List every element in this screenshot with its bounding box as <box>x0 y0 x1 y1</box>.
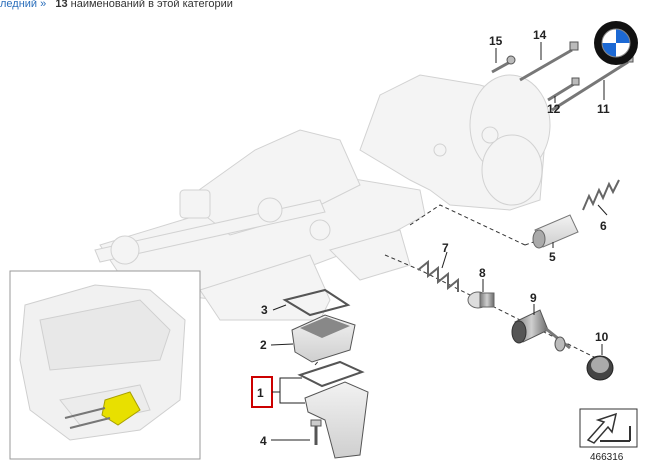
part-1-pickup <box>297 360 369 459</box>
part-9-piston <box>511 309 571 352</box>
part-2-strainer <box>291 314 356 363</box>
part-8-plug <box>467 291 495 309</box>
bmw-logo <box>594 21 638 65</box>
diagram-reference-number: 466316 <box>590 452 624 463</box>
label-part-3[interactable]: 3 <box>261 303 268 317</box>
breadcrumb-bar: ледний » 13 наименований в этой категори… <box>0 0 649 12</box>
part-3-gasket <box>282 288 351 317</box>
label-part-14[interactable]: 14 <box>533 28 547 42</box>
diagram-nav-arrow-icon[interactable] <box>579 408 638 448</box>
label-part-4[interactable]: 4 <box>260 434 267 448</box>
label-part-1[interactable]: 1 <box>257 386 264 400</box>
leader-lines <box>270 42 608 441</box>
label-part-11[interactable]: 11 <box>597 102 610 116</box>
label-part-9[interactable]: 9 <box>530 291 537 305</box>
label-part-5[interactable]: 5 <box>549 250 556 264</box>
part-12-bolt <box>547 77 580 102</box>
label-part-12[interactable]: 12 <box>547 102 561 116</box>
bolts-group <box>491 41 634 112</box>
part-15-bolt <box>491 55 516 74</box>
parts-diagram: 15 14 12 11 6 5 7 8 9 10 3 2 1 4 466316 <box>9 21 638 463</box>
part-6-spring <box>582 179 620 211</box>
item-count: 13 <box>55 0 68 10</box>
engine-inset <box>9 270 201 460</box>
label-part-7[interactable]: 7 <box>442 241 449 255</box>
part-labels: 15 14 12 11 6 5 7 8 9 10 3 2 1 4 <box>257 28 610 448</box>
part-7-spring <box>417 259 459 292</box>
label-part-15[interactable]: 15 <box>489 34 503 48</box>
label-part-6[interactable]: 6 <box>600 219 607 233</box>
label-part-10[interactable]: 10 <box>595 330 609 344</box>
part-10-cap <box>586 355 614 381</box>
part-14-bolt <box>519 41 579 82</box>
oil-pump-assembly <box>94 74 551 321</box>
label-part-2[interactable]: 2 <box>260 338 267 352</box>
label-part-8[interactable]: 8 <box>479 266 486 280</box>
part-5-sleeve <box>532 214 579 249</box>
item-count-caption: наименований в этой категории <box>70 0 233 10</box>
previous-page-link[interactable]: ледний » <box>0 0 47 10</box>
part-4-screw <box>310 419 322 445</box>
